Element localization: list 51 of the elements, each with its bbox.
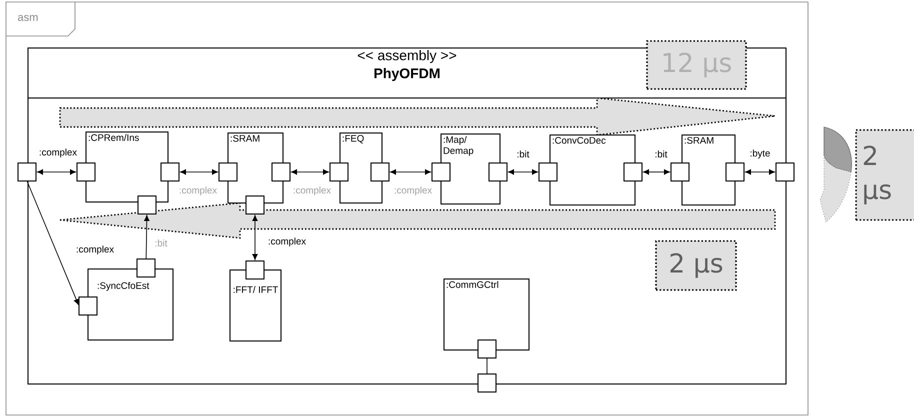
port-square — [488, 162, 508, 182]
connector — [745, 169, 775, 175]
edge-label: :complex — [267, 236, 307, 248]
edge-label: :complex — [292, 186, 332, 196]
port-square — [776, 162, 794, 182]
component-box: :SyncCfoEst — [88, 268, 174, 340]
port-square — [538, 162, 558, 182]
edge-label: :complex — [75, 244, 115, 256]
connector — [486, 358, 488, 374]
connector — [252, 215, 258, 260]
port-square — [76, 162, 96, 182]
port-square — [370, 162, 390, 182]
port-square — [670, 162, 690, 182]
port-square — [218, 162, 238, 182]
edge-label: :byte — [748, 148, 772, 160]
connector — [291, 169, 329, 175]
edge-label: :complex — [178, 186, 218, 196]
port-square — [726, 162, 744, 182]
port-square — [160, 162, 180, 182]
port-square — [432, 162, 450, 182]
connector — [26, 180, 79, 306]
edge-label: :bit — [154, 238, 168, 248]
connector — [144, 215, 150, 260]
connector — [37, 169, 76, 175]
port-square — [18, 162, 36, 182]
connector — [180, 169, 218, 175]
port-square — [272, 162, 290, 182]
timing-box: 2 μs — [655, 240, 737, 291]
port-square — [138, 196, 156, 214]
component-box: :Map/ Demap — [440, 134, 500, 204]
edge-label: :bit — [654, 150, 668, 158]
port-square — [136, 258, 156, 278]
component-box: :FFT/ IFFT — [230, 270, 282, 342]
component-box: :CPRem/Ins — [86, 132, 168, 202]
port-square — [246, 260, 264, 280]
port-square — [624, 162, 642, 182]
edge-label: :bit — [516, 150, 530, 158]
port-square — [78, 296, 98, 316]
port-square — [246, 196, 264, 214]
connector — [643, 169, 670, 175]
component-box: :ConvCoDec — [550, 134, 636, 206]
timing-box: 2 μs — [855, 129, 914, 221]
port-square — [478, 340, 496, 358]
connector — [390, 169, 431, 175]
edge-label: :complex — [393, 186, 433, 196]
component-box: :CommGCtrl — [444, 278, 530, 350]
connector — [508, 169, 538, 175]
edge-label: :complex — [38, 148, 78, 158]
port-square — [330, 162, 348, 182]
port-square — [478, 374, 496, 392]
component-box: :SRAM — [682, 134, 736, 206]
